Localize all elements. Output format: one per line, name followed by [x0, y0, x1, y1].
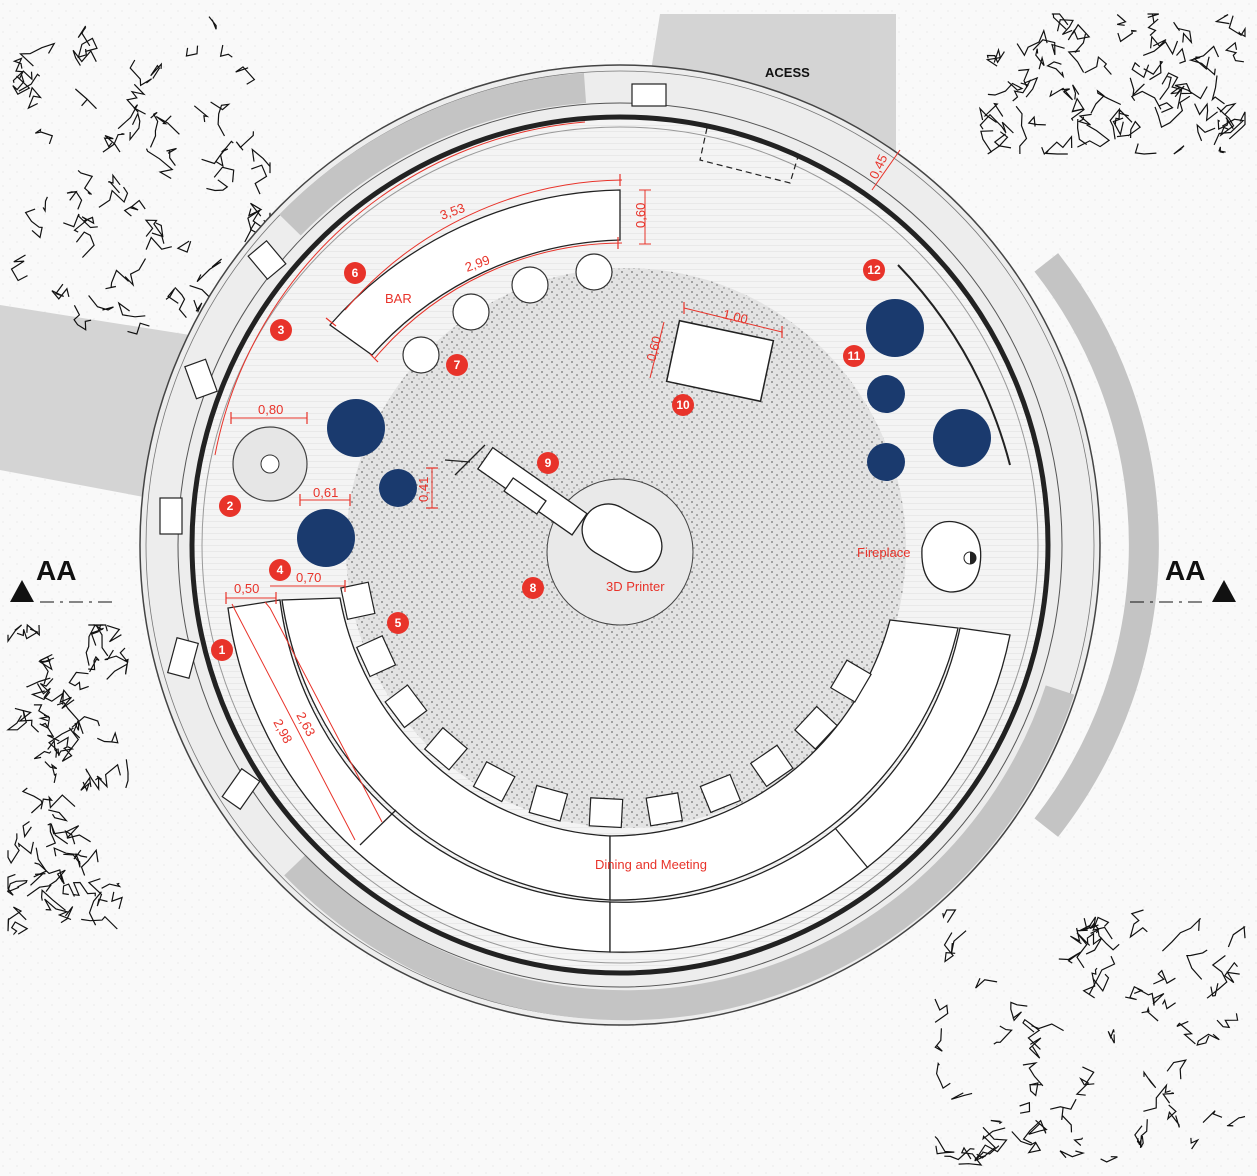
access-label: ACESS — [765, 65, 810, 80]
curved-partition — [897, 264, 1011, 466]
badge-6: 6 — [344, 262, 366, 284]
dining-chair[interactable] — [794, 705, 839, 750]
tree-icon — [934, 909, 1246, 1166]
dining-chair[interactable] — [355, 634, 397, 678]
dim-label-060-bar: 0,60 — [633, 203, 648, 228]
badge-8: 8 — [522, 577, 544, 599]
dim-label-041: 0,41 — [416, 477, 431, 502]
svg-text:5: 5 — [395, 616, 402, 630]
dining-chair[interactable] — [645, 792, 684, 827]
dining-chair[interactable] — [588, 797, 624, 829]
dimension-ticks — [225, 174, 783, 604]
svg-text:12: 12 — [867, 263, 881, 277]
svg-text:2: 2 — [227, 499, 234, 513]
svg-text:9: 9 — [545, 456, 552, 470]
tree-icon — [10, 16, 271, 335]
dim-label-070: 0,70 — [296, 570, 321, 585]
rectangular-table[interactable] — [665, 319, 775, 403]
bar-counter[interactable] — [329, 189, 621, 356]
dining-chair[interactable] — [384, 684, 428, 729]
dining-benches — [227, 597, 1011, 953]
inner-wall-line — [177, 102, 1063, 988]
entrance-door — [699, 127, 801, 184]
svg-text:10: 10 — [676, 398, 690, 412]
svg-text:1: 1 — [219, 643, 226, 657]
dim-label-060-table: 0,60 — [643, 334, 664, 362]
dining-chairs — [340, 581, 872, 829]
badge-9: 9 — [537, 452, 559, 474]
dim-label-100: 1,00 — [721, 306, 749, 327]
dining-chair[interactable] — [340, 581, 376, 620]
section-marker-right: AA — [1130, 555, 1236, 603]
round-table-center — [260, 454, 280, 474]
badge-3: 3 — [270, 319, 292, 341]
badge-5: 5 — [387, 612, 409, 634]
printer-label: 3D Printer — [606, 579, 665, 594]
fireplace-label: Fireplace — [857, 545, 910, 560]
badge-10: 10 — [672, 394, 694, 416]
section-marker-left: AA — [10, 555, 115, 603]
dining-label: Dining and Meeting — [595, 857, 707, 872]
svg-text:4: 4 — [277, 563, 284, 577]
west-path — [0, 305, 190, 500]
tree-icon — [978, 13, 1246, 156]
dimension-lines — [214, 121, 901, 841]
svg-text:11: 11 — [848, 349, 861, 363]
dining-chair[interactable] — [423, 726, 469, 771]
badge-2: 2 — [219, 495, 241, 517]
tree-icon — [6, 623, 129, 936]
dining-chair[interactable] — [749, 744, 794, 788]
dining-chair[interactable] — [829, 659, 872, 703]
svg-text:AA: AA — [1165, 555, 1205, 586]
dim-label-080: 0,80 — [258, 402, 283, 417]
dining-chair[interactable] — [699, 773, 742, 814]
bar-stools[interactable] — [402, 253, 613, 374]
fireplace[interactable] — [921, 520, 982, 593]
badge-7: 7 — [446, 354, 468, 376]
svg-text:3: 3 — [278, 323, 285, 337]
printer-arm[interactable] — [444, 444, 671, 582]
badge-12: 12 — [863, 259, 885, 281]
badge-11: 11 — [843, 345, 865, 367]
floor-edge — [201, 126, 1039, 964]
dining-chair[interactable] — [528, 784, 569, 822]
svg-text:6: 6 — [352, 266, 359, 280]
badge-1: 1 — [211, 639, 233, 661]
bar-label: BAR — [385, 291, 412, 306]
svg-text:8: 8 — [530, 581, 537, 595]
svg-text:AA: AA — [36, 555, 76, 586]
svg-text:7: 7 — [454, 358, 461, 372]
navy-poufs[interactable] — [297, 299, 991, 567]
dim-label-050: 0,50 — [234, 581, 259, 596]
wall-segments — [279, 73, 1159, 1021]
dim-label-061: 0,61 — [313, 485, 338, 500]
window-openings — [159, 83, 667, 811]
dining-chair[interactable] — [472, 760, 516, 803]
badge-4: 4 — [269, 559, 291, 581]
